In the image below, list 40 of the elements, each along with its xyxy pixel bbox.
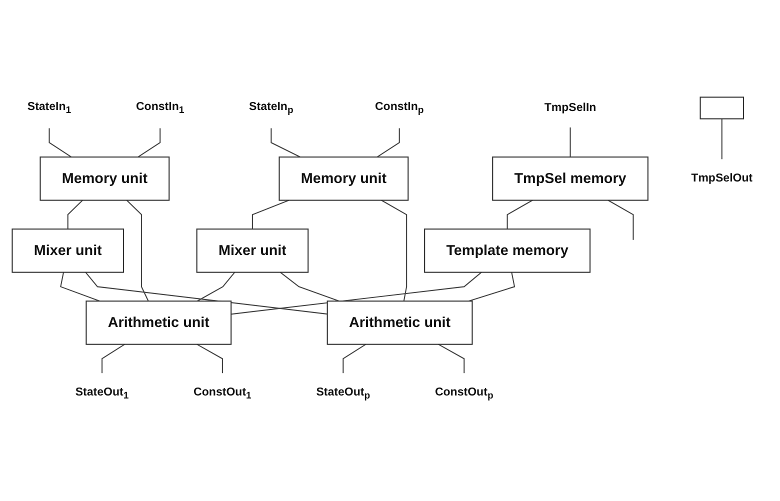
connector bbox=[438, 344, 465, 373]
connector bbox=[608, 200, 634, 240]
node-text: StateIn$_{p}$ bbox=[249, 100, 294, 116]
connector bbox=[280, 272, 340, 302]
node-text: TmpSelIn bbox=[544, 101, 596, 114]
node-text: ConstOut$_{p}$ bbox=[434, 386, 494, 400]
connector bbox=[570, 127, 571, 157]
connector bbox=[342, 344, 366, 373]
connector bbox=[67, 200, 83, 229]
node-box: Arithmetic unit bbox=[326, 300, 473, 345]
node-box: Arithmetic unit bbox=[86, 300, 232, 345]
connector bbox=[381, 200, 408, 302]
node-box bbox=[700, 96, 744, 120]
node-text: ConstIn$_{p}$ bbox=[374, 100, 424, 116]
node-box: TmpSel memory bbox=[492, 156, 648, 201]
connector bbox=[138, 128, 161, 158]
node-text: StateOut$_{1}$ bbox=[75, 386, 129, 400]
connector bbox=[196, 344, 223, 373]
node-box: Mixer unit bbox=[196, 228, 309, 273]
connector bbox=[270, 128, 300, 158]
connector bbox=[506, 200, 533, 229]
node-text: TmpSelOut bbox=[691, 172, 753, 184]
connector bbox=[48, 128, 72, 158]
node-text: StateIn$_{1}$ bbox=[27, 100, 72, 116]
node-box: Template memory bbox=[424, 228, 591, 273]
connector bbox=[468, 272, 516, 302]
connector bbox=[721, 118, 722, 159]
connector bbox=[231, 272, 482, 315]
connector bbox=[376, 128, 400, 158]
node-text: ConstIn$_{1}$ bbox=[136, 100, 184, 116]
node-box: Memory unit bbox=[278, 156, 409, 201]
connector bbox=[196, 272, 236, 302]
connector bbox=[102, 344, 125, 373]
node-text: ConstOut$_{1}$ bbox=[194, 386, 252, 400]
node-box: Memory unit bbox=[40, 156, 170, 201]
connector bbox=[126, 200, 149, 302]
connector bbox=[85, 272, 328, 314]
node-text: StateOut$_{p}$ bbox=[316, 386, 370, 400]
node-box: Mixer unit bbox=[12, 228, 124, 273]
connector bbox=[252, 200, 290, 229]
